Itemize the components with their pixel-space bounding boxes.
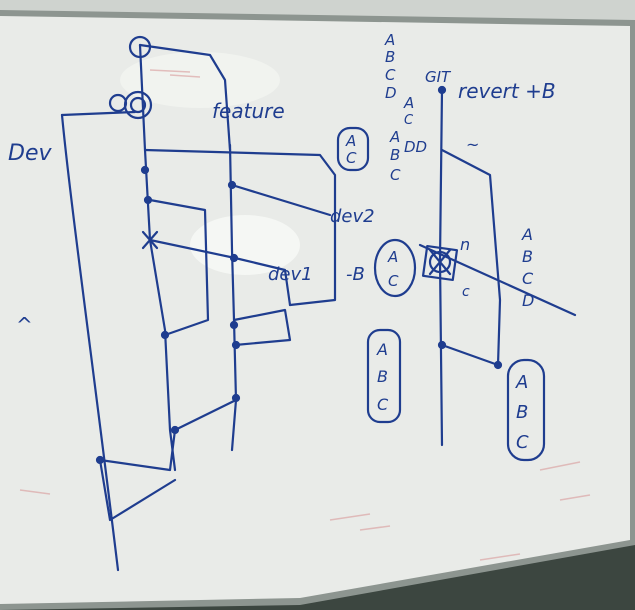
label-git: GIT (425, 68, 452, 86)
label-c: c (462, 284, 470, 300)
cluster-dd: DD (404, 138, 427, 156)
right-a: A (521, 225, 533, 244)
right-b: B (522, 247, 533, 266)
label-up-mark: ^ (16, 313, 33, 337)
right-c: C (522, 269, 534, 288)
cluster-b: B (390, 146, 400, 164)
drawing-ink (60, 35, 577, 572)
light-reflection (120, 52, 280, 108)
ac-box-c: C (346, 149, 357, 167)
cluster-c: C (404, 113, 414, 128)
main-branch-line (138, 43, 177, 472)
cluster-a: A (403, 94, 414, 112)
label-squiggle: ~ (466, 135, 479, 154)
label-feature: feature (212, 99, 285, 123)
label-revert: revert +B (458, 79, 556, 103)
circle-a: A (387, 248, 398, 266)
faint-red-marks (19, 69, 591, 561)
label-dev2: dev2 (330, 206, 375, 227)
cluster-c2: C (390, 166, 401, 184)
box-right-a: A (515, 372, 528, 393)
dev-branch-top (60, 110, 137, 117)
cluster-a2: A (389, 128, 400, 146)
right-d: D (522, 291, 534, 310)
top-loop (138, 43, 232, 152)
label-dev: Dev (8, 141, 52, 166)
letters-top-b: B (385, 48, 395, 66)
dev-branch-line (60, 113, 120, 572)
box-right-c: C (516, 432, 529, 453)
box-left-a: A (376, 340, 388, 359)
light-reflection (190, 215, 300, 275)
label-n: n (460, 235, 470, 254)
letters-top-a: A (384, 31, 395, 49)
label-minus-b: -B (346, 264, 365, 285)
whiteboard-surface (0, 16, 630, 604)
label-dev1: dev1 (268, 264, 313, 285)
box-left-c: C (377, 395, 389, 414)
git-line (438, 88, 444, 447)
ac-box-a: A (345, 132, 356, 150)
letters-top-d: D (385, 84, 397, 102)
box-left-b: B (377, 367, 388, 386)
letters-top-c: C (385, 66, 396, 84)
box-right-b: B (516, 402, 528, 423)
circle-c: C (388, 272, 399, 290)
